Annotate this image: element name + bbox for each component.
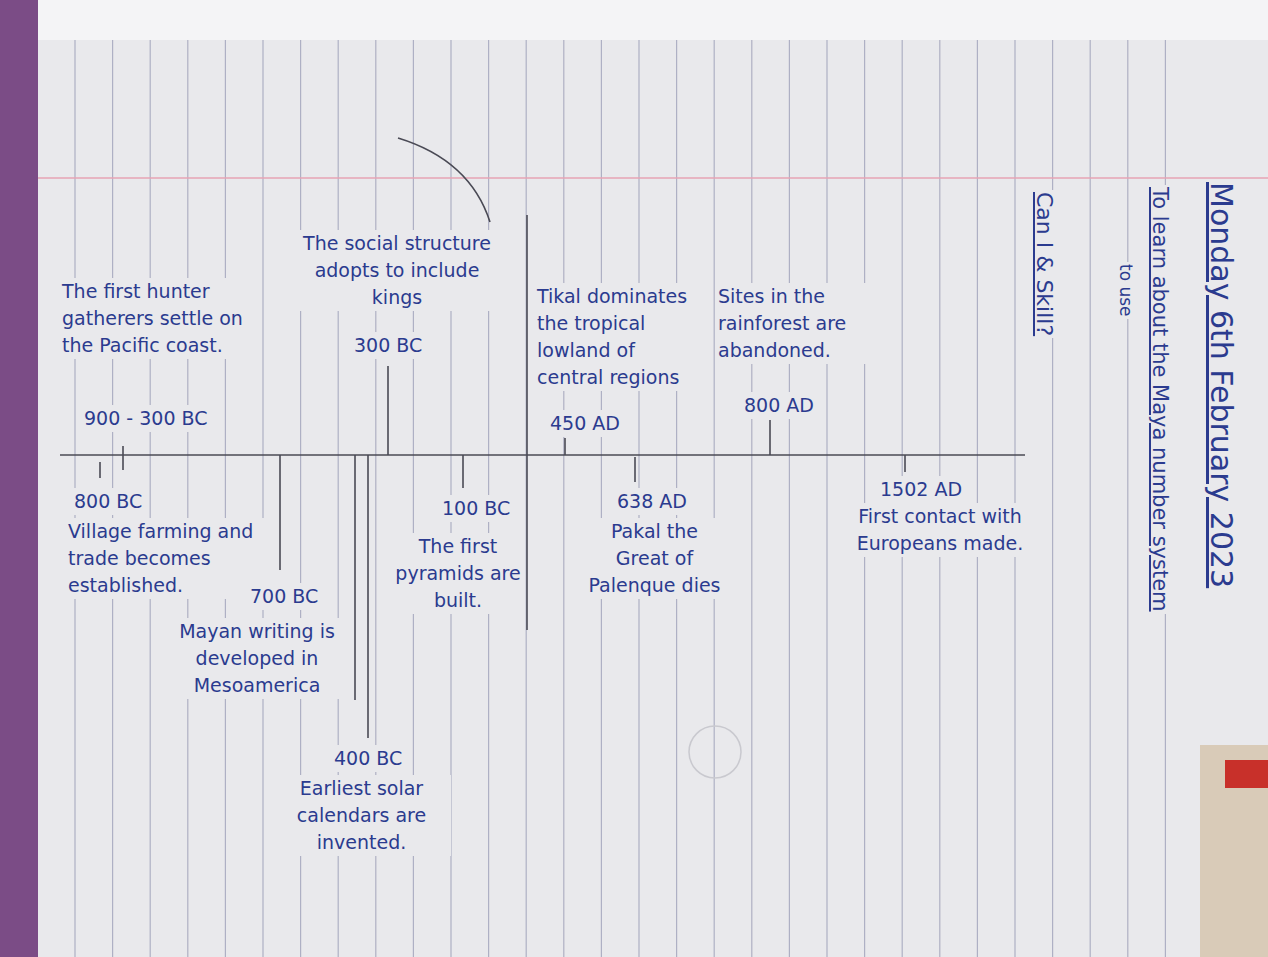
tick <box>367 455 369 738</box>
pencil-stroke <box>398 138 490 222</box>
desk-object <box>1200 745 1268 957</box>
timeline-note: The first hunter gatherers settle on the… <box>60 278 254 359</box>
tick <box>462 455 464 488</box>
tick <box>564 438 566 455</box>
timeline-axis <box>60 454 1025 456</box>
timeline-note: 800 AD <box>742 392 816 419</box>
timeline-note: Mayan writing is developed in Mesoameric… <box>165 618 349 699</box>
timeline-note: 638 AD <box>615 488 689 515</box>
tick <box>122 446 124 470</box>
faint-stamp <box>689 726 741 778</box>
tick <box>769 420 771 455</box>
timeline-note: The first pyramids are built. <box>392 533 524 614</box>
timeline-note: Earliest solar calendars are invented. <box>272 775 451 856</box>
timeline-note: Tikal dominates the tropical lowland of … <box>535 283 709 391</box>
page-title: Monday 6th February 2023 <box>1199 180 1242 590</box>
timeline-note: First contact with Europeans made. <box>848 503 1032 557</box>
timeline-note: 700 BC <box>248 583 320 610</box>
tick <box>354 455 356 700</box>
tick <box>904 455 906 472</box>
timeline-note: Village farming and trade becomes establ… <box>66 518 275 599</box>
divider-line <box>526 215 528 630</box>
timeline-note: 100 BC <box>440 495 512 522</box>
cover-edge <box>0 0 38 957</box>
timeline-note: 800 BC <box>72 488 144 515</box>
facing-page <box>0 0 1268 40</box>
tick <box>387 366 389 455</box>
timeline-note: 400 BC <box>332 745 404 772</box>
desk-object-red <box>1225 760 1268 788</box>
timeline-note: 300 BC <box>352 332 424 359</box>
timeline-note: Sites in the rainforest are abandoned. <box>716 283 880 364</box>
timeline-note: 1502 AD <box>878 476 964 503</box>
timeline-note: Can I & Skill? <box>1029 190 1060 338</box>
timeline-note: to use <box>1114 262 1138 319</box>
timeline-note: Pakal the Great of Palenque dies <box>580 518 729 599</box>
tick <box>99 462 101 478</box>
timeline-note: The social structure adopts to include k… <box>300 230 494 311</box>
timeline-note: 900 - 300 BC <box>82 405 209 432</box>
margin-line <box>38 177 1268 179</box>
timeline-pencil <box>60 138 1025 738</box>
timeline-note: 450 AD <box>548 410 622 437</box>
tick <box>279 455 281 570</box>
tick <box>634 457 636 482</box>
timeline-note: To learn about the Maya number system <box>1144 185 1174 614</box>
